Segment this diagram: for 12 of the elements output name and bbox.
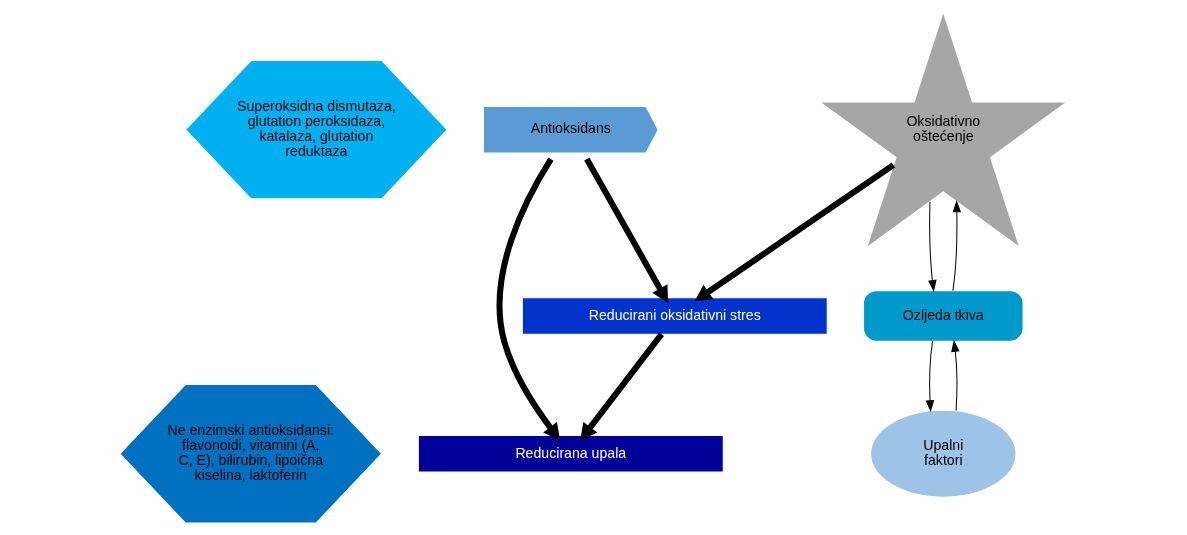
arrow <box>694 162 896 302</box>
arrow <box>952 200 962 292</box>
arrow <box>928 201 937 293</box>
arrow <box>584 157 669 304</box>
arrow <box>496 157 561 441</box>
node-ellipse: Upalni faktori <box>870 409 1017 498</box>
node-box: Reducirana upala <box>417 435 724 473</box>
node-box: Ozljeda tkiva <box>863 290 1024 342</box>
arrow <box>580 332 664 441</box>
node-box: Reducirani oksidativni stres <box>521 297 828 335</box>
arrow <box>925 340 935 413</box>
arrow <box>951 339 960 412</box>
